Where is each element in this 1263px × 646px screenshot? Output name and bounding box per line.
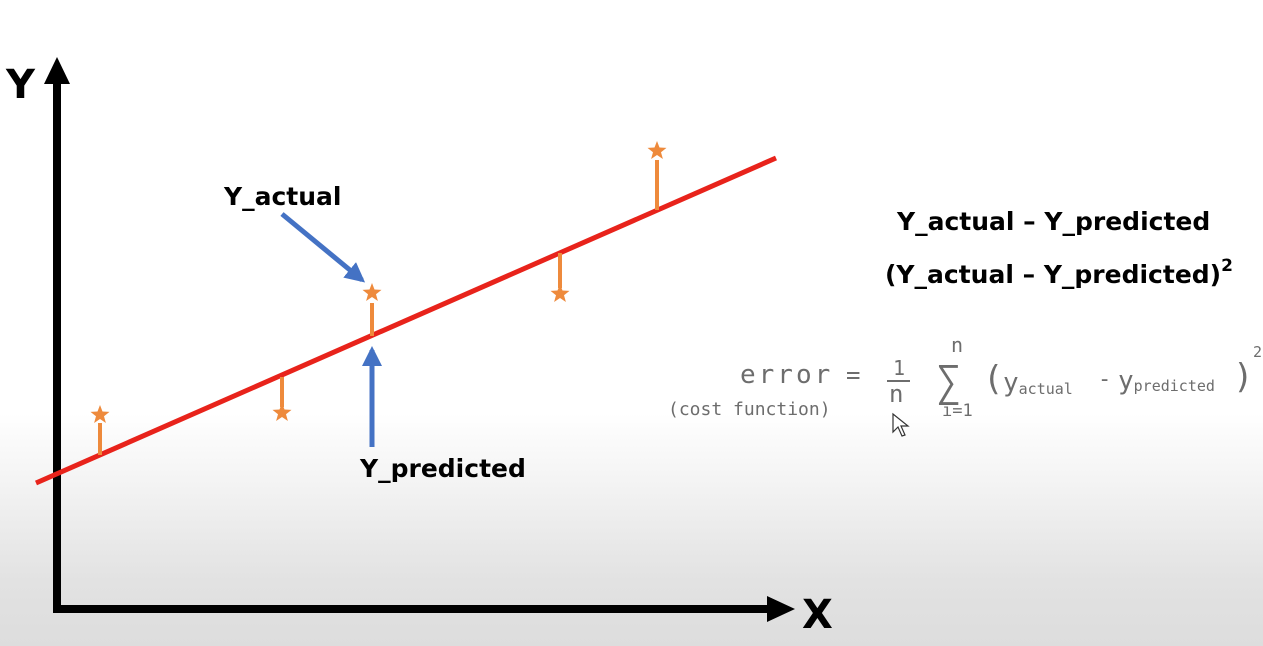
cost-function-caption: (cost function) [668,399,831,420]
formula-y-predicted: ypredicted [1118,366,1215,396]
sum-lower-limit: i=1 [942,401,973,421]
sum-upper-limit: n [951,333,963,357]
x-axis-arrowhead [767,596,795,622]
x-axis-label: X [802,592,833,638]
fraction-numerator: 1 [893,356,905,380]
residual-point-3 [362,283,382,336]
y-predicted-subscript: predicted [1134,377,1215,395]
sigma-symbol: ∑ [936,357,961,406]
y-actual-symbol: y [1003,368,1019,398]
squared-difference-equation: (Y_actual – Y_predicted)2 [885,256,1233,289]
actual-callout-arrow [280,212,366,283]
star-icon [90,405,110,423]
star-icon [647,141,667,159]
mouse-cursor-icon [892,412,910,437]
cost-function-formula: error = 1 n n ∑ i=1 ( yactual - ypredict… [668,333,1262,421]
residual-point-2 [272,377,292,421]
squared-equation-exponent: 2 [1221,256,1233,276]
formula-y-actual: yactual [1003,368,1073,398]
axes: Y X [5,57,833,638]
squared-equation-base: (Y_actual – Y_predicted) [885,260,1221,289]
formula-minus: - [1098,367,1111,392]
predicted-label: Y_predicted [359,454,526,483]
residual-point-1 [90,405,110,455]
actual-label: Y_actual [223,182,341,211]
star-icon [362,283,382,301]
formula-equals: = [846,361,860,389]
star-icon [272,403,292,421]
formula-open-paren: ( [983,359,1003,399]
residual-point-4 [550,253,570,302]
residual-point-5 [647,141,667,210]
star-icon [550,284,570,302]
y-axis-arrowhead [44,57,70,84]
y-predicted-symbol: y [1118,366,1134,396]
difference-equation: Y_actual – Y_predicted [896,207,1210,236]
y-axis-label: Y [5,62,36,108]
y-actual-subscript: actual [1019,380,1073,398]
regression-line [34,155,778,486]
formula-lhs: error [740,360,833,390]
fraction-denominator: n [889,380,903,408]
formula-exponent: 2 [1253,343,1262,361]
formula-close-paren: ) [1233,357,1253,397]
